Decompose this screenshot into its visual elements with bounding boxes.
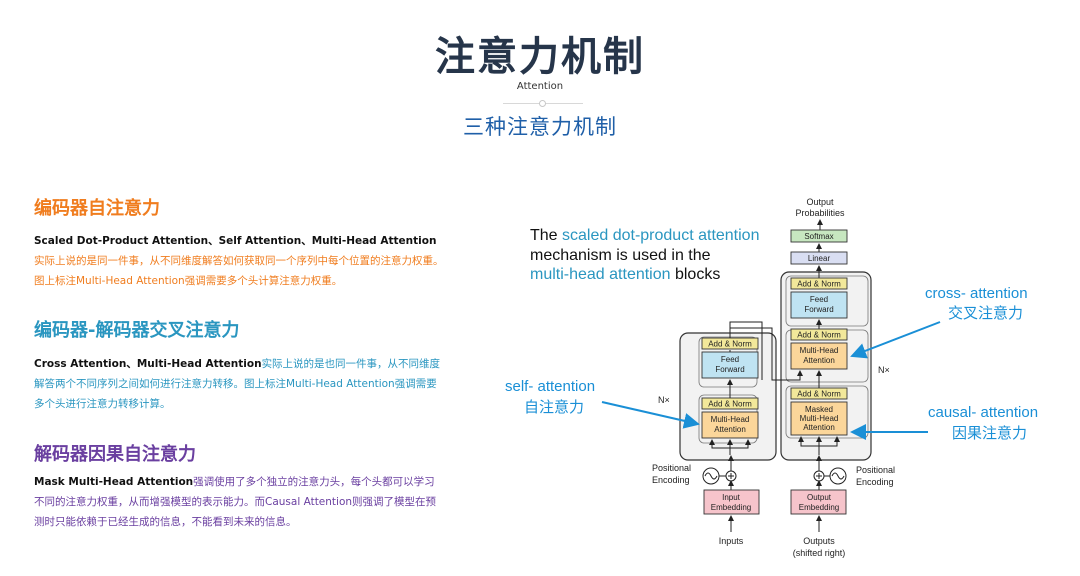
section-encoder-self-attention-terms: Scaled Dot-Product Attention、Self Attent…	[34, 235, 437, 247]
positional-encoding-label-left-1: Positional	[652, 463, 691, 473]
svg-text:Forward: Forward	[715, 365, 744, 374]
section-causal-attention-title: 解码器因果自注意力	[34, 444, 196, 465]
svg-text:Multi-Head: Multi-Head	[800, 414, 839, 423]
section-causal-attention-terms: Mask Multi-Head Attention	[34, 476, 194, 488]
self-attention-arrow	[601, 401, 700, 429]
output-probabilities-label-2: Probabilities	[795, 208, 845, 218]
section-cross-attention-body: Cross Attention、Multi-Head Attention实际上说…	[34, 354, 444, 414]
positional-encoding-label-right-2: Encoding	[856, 477, 894, 487]
section-encoder-self-attention-text: 实际上说的是同一件事，从不同维度解答如何获取同一个序列中每个位置的注意力权重。图…	[34, 255, 444, 287]
section-cross-attention-terms: Cross Attention、Multi-Head Attention	[34, 358, 262, 370]
decoder-cross-attention-block	[790, 342, 848, 370]
linear-block	[790, 251, 848, 265]
svg-text:Attention: Attention	[714, 425, 746, 434]
caption-line-3: multi-head attention blocks	[530, 266, 720, 283]
output-embedding-block	[790, 489, 847, 515]
svg-text:Input: Input	[722, 493, 741, 502]
cross-attention-callout-en: cross- attention	[925, 285, 1028, 302]
section-cross-attention-text: 实际上说的是也同一件事，从不同维度解答两个不同序列之间如何进行注意力转移。图上标…	[34, 358, 441, 410]
svg-text:Masked: Masked	[805, 405, 833, 414]
svg-text:Output: Output	[807, 493, 832, 502]
encoder-nx-label: N×	[658, 395, 670, 405]
caption-line-2: mechanism is used in the	[530, 247, 711, 264]
decoder-feed-forward-block	[790, 291, 848, 319]
positional-encoding-label-left-2: Encoding	[652, 475, 690, 485]
transformer-architecture-diagram: The scaled dot-product attention mechani…	[505, 197, 1038, 558]
section-causal-attention-body: Mask Multi-Head Attention强调使用了多个独立的注意力头，…	[34, 472, 444, 532]
section-encoder-self-attention-body: Scaled Dot-Product Attention、Self Attent…	[34, 231, 444, 291]
input-embedding-block	[703, 489, 760, 515]
svg-text:Feed: Feed	[810, 295, 828, 304]
svg-text:Embedding: Embedding	[711, 503, 751, 512]
svg-text:Add & Norm: Add & Norm	[797, 280, 841, 289]
encoder-feed-forward-block	[701, 351, 759, 379]
svg-text:Attention: Attention	[803, 423, 835, 432]
outputs-label: Outputs	[803, 536, 835, 546]
section-cross-attention-title: 编码器-解码器交叉注意力	[34, 320, 240, 341]
outputs-shifted-label: (shifted right)	[793, 548, 846, 558]
output-probabilities-label-1: Output	[806, 197, 834, 207]
softmax-block	[790, 229, 848, 243]
softmax-label: Softmax	[804, 232, 833, 241]
cross-attention-arrow	[850, 321, 941, 359]
self-attention-callout-cn: 自注意力	[524, 398, 584, 416]
svg-text:Add & Norm: Add & Norm	[708, 400, 752, 409]
section-causal-attention-text: 强调使用了多个独立的注意力头，每个头都可以学习不同的注意力权重，从而增强模型的表…	[34, 476, 437, 528]
svg-text:Add & Norm: Add & Norm	[797, 390, 841, 399]
decoder-masked-attention-block	[790, 401, 848, 436]
divider-dot-icon	[539, 100, 546, 107]
section-encoder-self-attention-title: 编码器自注意力	[34, 198, 160, 219]
svg-text:Forward: Forward	[804, 305, 833, 314]
linear-label: Linear	[808, 254, 831, 263]
encoder-self-attention-block	[701, 411, 759, 439]
decoder-nx-label: N×	[878, 365, 890, 375]
svg-text:Multi-Head: Multi-Head	[800, 346, 839, 355]
causal-attention-callout-en: causal- attention	[928, 404, 1038, 421]
page-title: 注意力机制	[435, 34, 645, 80]
svg-text:Attention: Attention	[803, 356, 835, 365]
decoder-add-norm-3	[790, 277, 848, 290]
svg-text:Add & Norm: Add & Norm	[797, 331, 841, 340]
inputs-label: Inputs	[719, 536, 744, 546]
cross-attention-callout-cn: 交叉注意力	[948, 304, 1023, 322]
page-subtitle-chinese: 三种注意力机制	[463, 115, 617, 139]
page-subtitle-english: Attention	[516, 81, 564, 92]
svg-text:Multi-Head: Multi-Head	[711, 415, 750, 424]
svg-text:Add & Norm: Add & Norm	[708, 340, 752, 349]
svg-text:Embedding: Embedding	[799, 503, 839, 512]
self-attention-callout-en: self- attention	[505, 378, 595, 395]
causal-attention-callout-cn: 因果注意力	[952, 424, 1027, 442]
caption-line-1: The scaled dot-product attention	[530, 227, 759, 244]
svg-text:Feed: Feed	[721, 355, 739, 364]
positional-encoding-label-right-1: Positional	[856, 465, 895, 475]
